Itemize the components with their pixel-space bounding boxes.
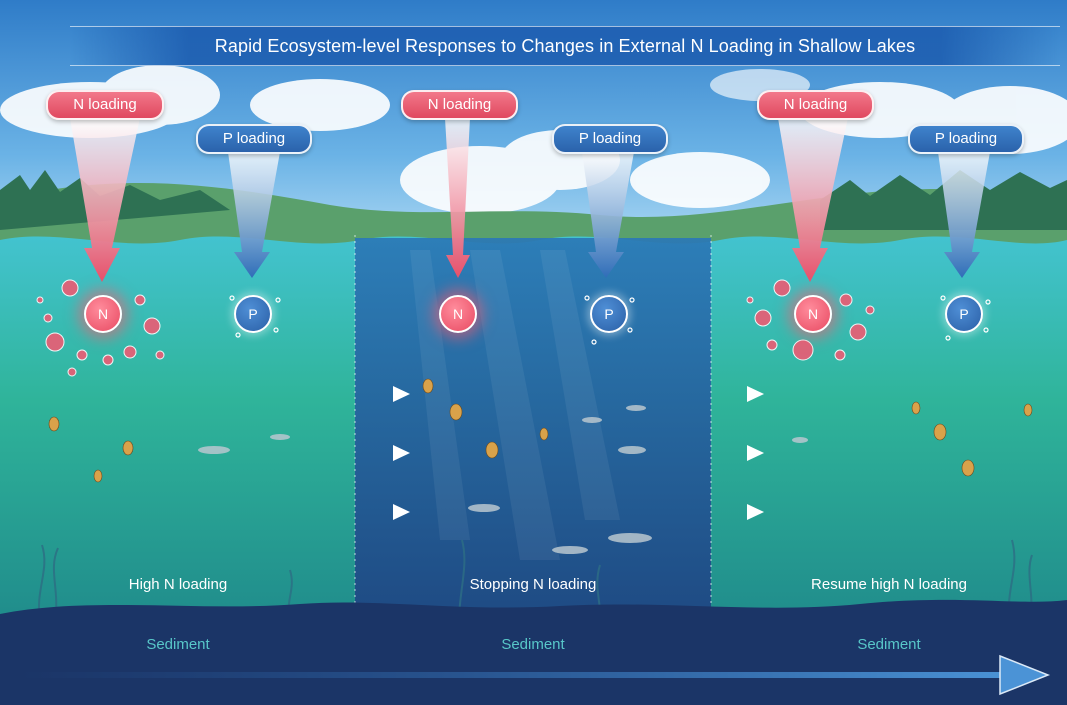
n-bubbles-right <box>746 279 875 361</box>
diagram-title: Rapid Ecosystem-level Responses to Chang… <box>214 35 916 56</box>
time-arrow <box>20 654 1051 696</box>
title-banner: Rapid Ecosystem-level Responses to Chang… <box>70 26 1060 66</box>
n-arrow-3 <box>778 118 848 282</box>
p-nutrient-3: P <box>945 295 983 333</box>
n-loading-label-2: N loading <box>401 90 518 120</box>
zooplankton <box>48 378 1033 483</box>
n-loading-label-1: N loading <box>46 90 164 120</box>
n-nutrient-1: N <box>84 295 122 333</box>
light-rays <box>410 250 620 560</box>
p-loading-label-2: P loading <box>552 124 668 154</box>
fish <box>198 405 808 554</box>
sediment-label-1: Sediment <box>146 636 210 653</box>
n-arrow-2 <box>445 118 470 278</box>
sediment-label-3: Sediment <box>857 636 921 653</box>
p-loading-label-3: P loading <box>908 124 1024 154</box>
p-nutrient-2: P <box>590 295 628 333</box>
sediment <box>0 599 1067 705</box>
n-bubbles-left <box>36 279 165 377</box>
n-nutrient-2: N <box>439 295 477 333</box>
stage-label-stopping-n: Stopping N loading <box>469 576 597 593</box>
stage-label-high-n: High N loading <box>128 576 228 593</box>
p-arrow-1 <box>228 152 280 278</box>
p-arrow-2 <box>582 152 634 278</box>
n-loading-label-3: N loading <box>757 90 874 120</box>
n-nutrient-3: N <box>794 295 832 333</box>
p-nutrient-1: P <box>234 295 272 333</box>
n-arrow-1 <box>70 118 140 282</box>
p-bubbles <box>229 295 991 345</box>
transition-arrows-2 <box>664 386 764 520</box>
far-trees-right <box>820 170 1067 230</box>
transition-arrows-1 <box>310 386 410 520</box>
p-arrow-3 <box>938 152 990 278</box>
stopping-panel-water <box>355 238 711 658</box>
p-loading-label-1: P loading <box>196 124 312 154</box>
sediment-label-2: Sediment <box>501 636 565 653</box>
stage-label-resume-n: Resume high N loading <box>811 576 967 593</box>
